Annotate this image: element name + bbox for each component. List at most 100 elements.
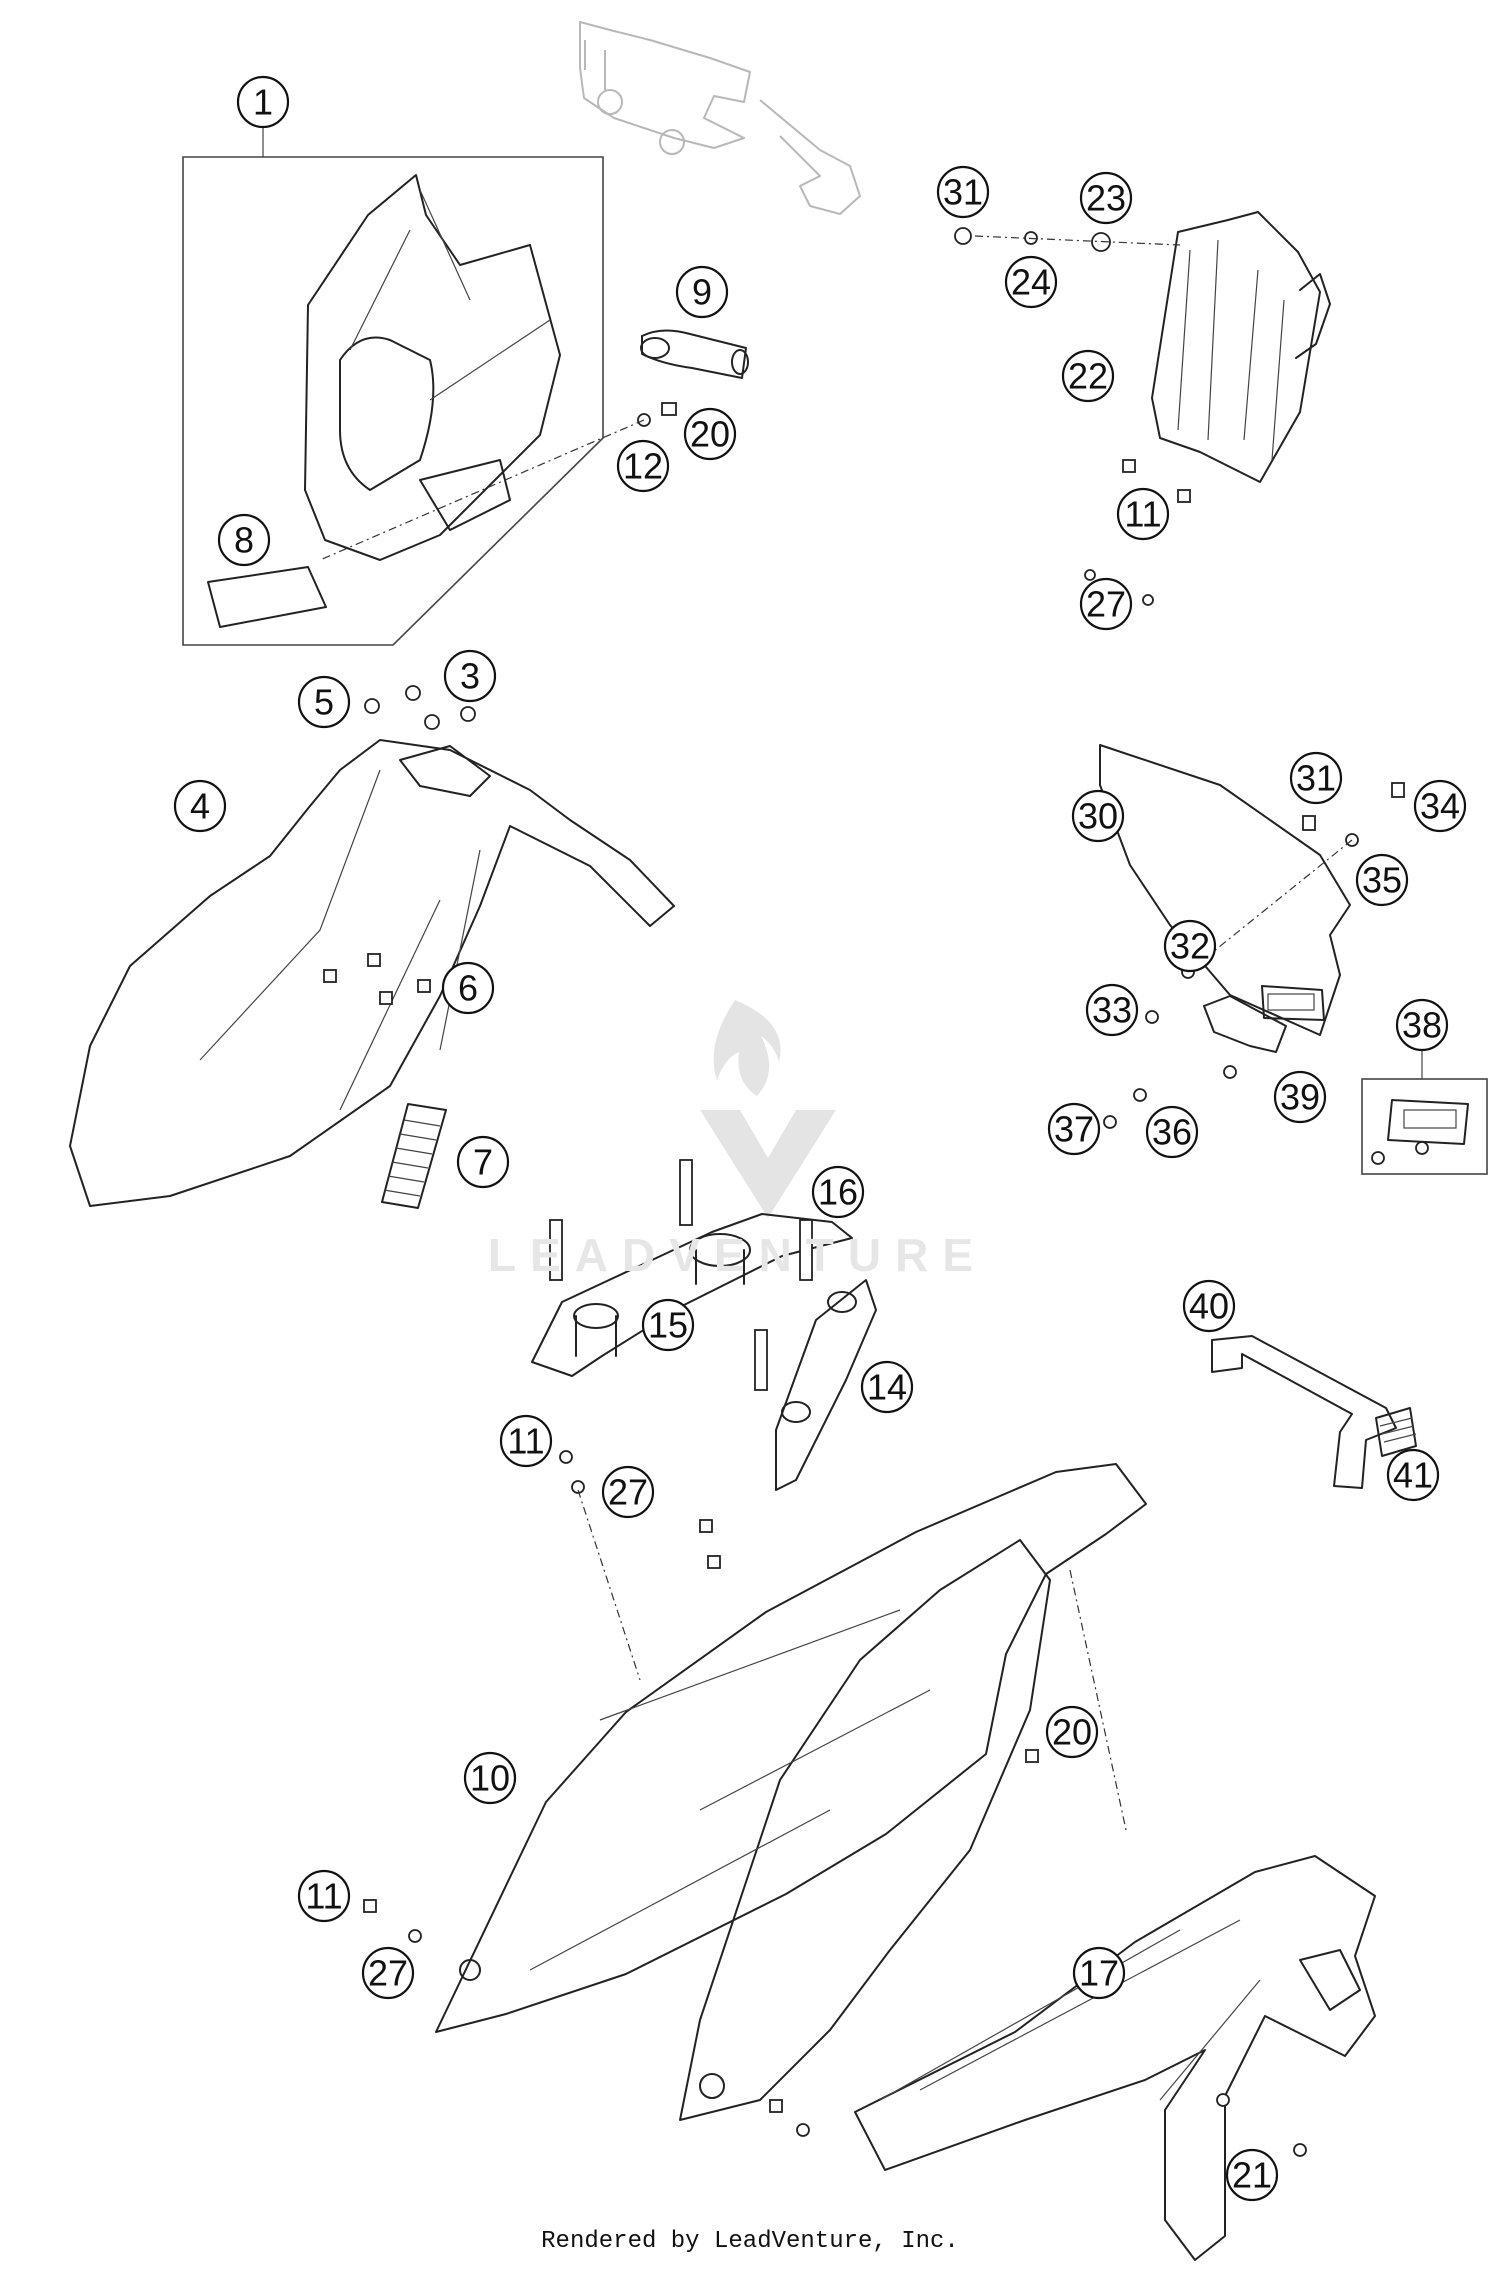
callout-11-top: 11: [1116, 487, 1170, 541]
callout-label-30: 30: [1078, 796, 1118, 837]
callout-38: 38: [1395, 998, 1449, 1052]
callout-label-31-top: 31: [943, 172, 983, 213]
leader-31-23: [974, 235, 1181, 246]
screw-lower-a: [769, 2099, 783, 2113]
callout-label-5: 5: [314, 682, 334, 723]
leader-12: [319, 419, 645, 561]
watermark-logo: [700, 1000, 836, 1218]
callout-label-32: 32: [1170, 926, 1210, 967]
callout-33: 33: [1085, 983, 1139, 1037]
callout-22: 22: [1061, 349, 1115, 403]
part-grille-7: [381, 1103, 447, 1209]
callout-30: 30: [1071, 789, 1125, 843]
callout-label-11-top: 11: [1124, 494, 1161, 535]
callout-label-1: 1: [253, 82, 273, 123]
callout-label-37: 37: [1054, 1109, 1094, 1150]
headlight-bracket-faint: [579, 21, 861, 215]
callout-label-20-lower: 20: [1052, 1712, 1092, 1753]
screw-6-d: [417, 979, 431, 993]
bracket-40: [1211, 1335, 1397, 1489]
callout-32: 32: [1163, 919, 1217, 973]
callout-27-top: 27: [1079, 577, 1133, 631]
render-credit: Rendered by LeadVenture, Inc.: [541, 2228, 959, 2255]
nut-3-b: [424, 714, 440, 730]
rear-fender-side-panel: [435, 1463, 1147, 2121]
nut-33: [1145, 1010, 1159, 1024]
nut-37: [1103, 1115, 1117, 1129]
callout-label-17: 17: [1079, 1953, 1119, 1994]
callout-label-10: 10: [470, 1758, 510, 1799]
callout-34: 34: [1413, 779, 1467, 833]
callout-label-39: 39: [1280, 1077, 1320, 1118]
screw-6-c: [379, 991, 393, 1005]
screw-6-a: [323, 969, 337, 983]
front-fender: [69, 739, 675, 1207]
callout-27-mid: 27: [601, 1465, 655, 1519]
callout-31-top: 31: [936, 165, 990, 219]
nut-27-mid: [571, 1480, 585, 1494]
plate-bracket-30: [1099, 744, 1351, 1036]
callout-12: 12: [616, 439, 670, 493]
callout-label-15: 15: [648, 1305, 688, 1346]
callout-label-38: 38: [1402, 1005, 1442, 1046]
bolt-16-a: [549, 1219, 563, 1281]
callout-23: 23: [1079, 171, 1133, 225]
callout-20-lower: 20: [1045, 1705, 1099, 1759]
callout-label-34: 34: [1420, 786, 1460, 827]
callout-label-21: 21: [1232, 2155, 1272, 2196]
callout-14: 14: [860, 1360, 914, 1414]
screw-20-lower: [1025, 1749, 1039, 1763]
callout-label-41: 41: [1393, 1455, 1433, 1496]
callout-15: 15: [641, 1298, 695, 1352]
nut-lower-b: [796, 2123, 810, 2137]
screw-11-lower: [363, 1899, 377, 1913]
callout-label-33: 33: [1092, 990, 1132, 1031]
screw-20: [661, 402, 677, 416]
callout-label-12: 12: [623, 446, 663, 487]
nut-11-mid: [559, 1450, 573, 1464]
screw-11-top-b: [1177, 489, 1191, 503]
callout-label-35: 35: [1362, 860, 1402, 901]
callout-4: 4: [173, 779, 227, 833]
callout-label-6: 6: [458, 968, 478, 1009]
callout-label-27-mid: 27: [608, 1472, 648, 1513]
callout-16: 16: [811, 1165, 865, 1219]
nut-27-top-a: [1084, 569, 1096, 581]
callout-label-16: 16: [818, 1172, 858, 1213]
callout-label-22: 22: [1068, 356, 1108, 397]
callout-label-7: 7: [473, 1142, 493, 1183]
callout-9: 9: [675, 265, 729, 319]
nut-31-top: [954, 227, 972, 245]
leader-20-lower: [1069, 1569, 1127, 1831]
callout-36: 36: [1145, 1105, 1199, 1159]
screw-31: [1302, 815, 1316, 831]
callout-27-lower: 27: [361, 1946, 415, 2000]
callout-label-8: 8: [234, 520, 254, 561]
callout-31-plate: 31: [1289, 751, 1343, 805]
callout-1: 1: [236, 75, 290, 129]
callout-label-36: 36: [1152, 1112, 1192, 1153]
callout-label-40: 40: [1189, 1286, 1229, 1327]
leader-11-27: [577, 1489, 641, 1681]
callout-11-lower: 11: [297, 1869, 351, 1923]
reflector-39: [1203, 985, 1325, 1079]
callout-label-11-lower: 11: [305, 1876, 342, 1917]
callout-20-top: 20: [683, 407, 737, 461]
callout-label-3: 3: [460, 656, 480, 697]
part-sticker-8: [207, 566, 327, 628]
callout-3: 3: [443, 649, 497, 703]
number-plate-holder-22: [1151, 211, 1331, 483]
reflector-41: [1375, 1407, 1417, 1457]
screw-6-b: [367, 953, 381, 967]
callout-35: 35: [1355, 853, 1409, 907]
nut-3-a: [405, 685, 421, 701]
callout-8: 8: [217, 513, 271, 567]
bolt-16-b: [679, 1159, 693, 1226]
bolt-14: [754, 1329, 768, 1391]
callout-label-20-top: 20: [690, 414, 730, 455]
callout-37: 37: [1047, 1102, 1101, 1156]
callout-39: 39: [1273, 1070, 1327, 1124]
nut-27-top-b: [1142, 594, 1154, 606]
callout-label-31-plate: 31: [1296, 758, 1336, 799]
